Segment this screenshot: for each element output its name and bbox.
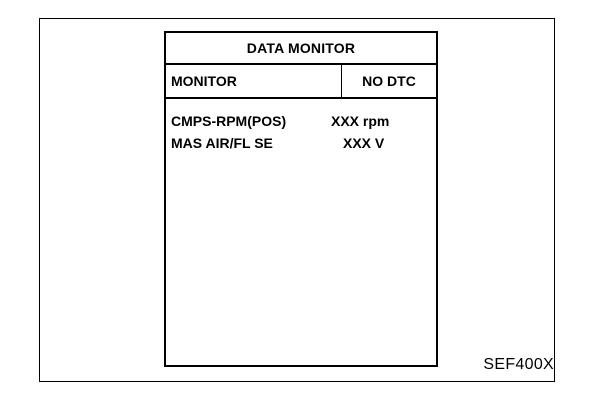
monitor-item-list: CMPS-RPM(POS) XXX rpm MAS AIR/FL SE XXX … bbox=[171, 113, 431, 157]
monitor-mode-label: MONITOR bbox=[166, 65, 342, 97]
figure-code: SEF400X bbox=[483, 356, 554, 373]
monitor-item-row[interactable]: MAS AIR/FL SE XXX V bbox=[171, 135, 431, 157]
monitor-item-row[interactable]: CMPS-RPM(POS) XXX rpm bbox=[171, 113, 431, 135]
header-row: MONITOR NO DTC bbox=[166, 65, 436, 99]
screen-title: DATA MONITOR bbox=[166, 33, 436, 65]
monitor-item-name: MAS AIR/FL SE bbox=[171, 135, 273, 151]
figure-frame bbox=[39, 18, 555, 382]
monitor-item-value: XXX V bbox=[343, 135, 385, 151]
monitor-item-name: CMPS-RPM(POS) bbox=[171, 113, 287, 129]
monitor-item-value: XXX rpm bbox=[331, 113, 390, 129]
dtc-status-label: NO DTC bbox=[362, 73, 416, 89]
consult-screen: DATA MONITOR MONITOR NO DTC CMPS-RPM(POS… bbox=[164, 31, 438, 367]
